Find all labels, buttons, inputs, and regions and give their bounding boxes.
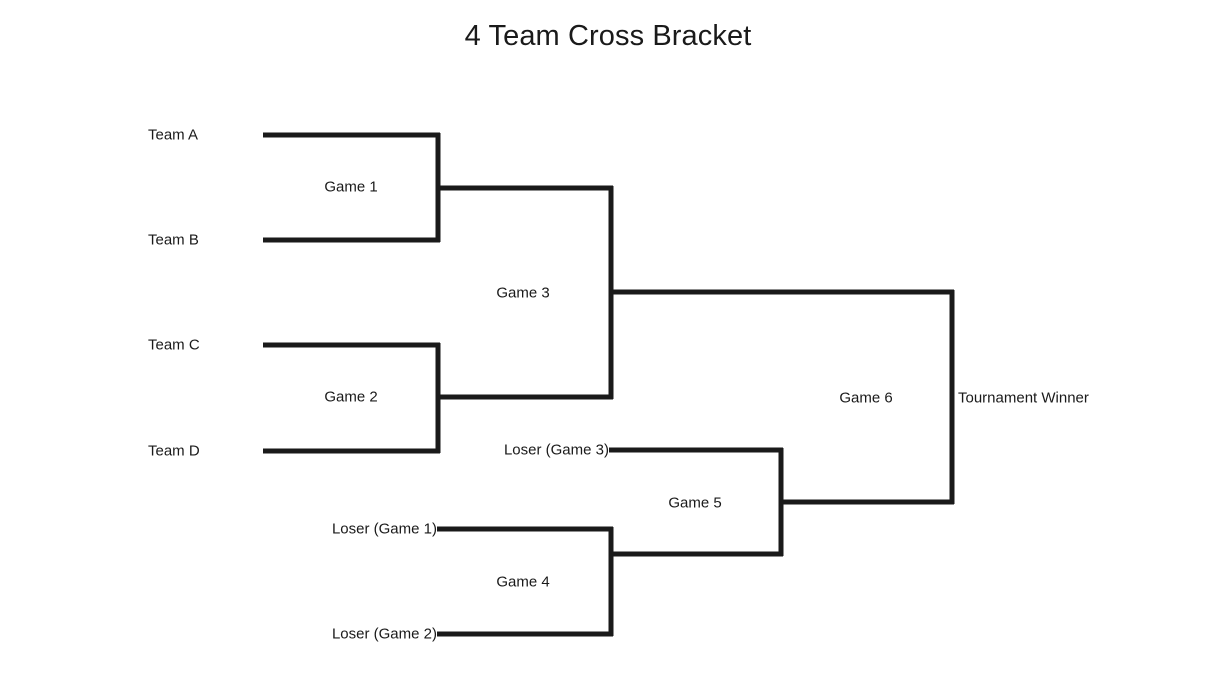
label-team-d: Team D [148,442,200,460]
page-title: 4 Team Cross Bracket [464,20,752,52]
label-loser-game-1: Loser (Game 1) [331,520,437,538]
label-game-3: Game 3 [496,284,550,302]
label-team-c: Team C [148,336,200,354]
label-game-1: Game 1 [324,178,378,196]
label-team-b: Team B [148,231,199,249]
label-team-a: Team A [148,126,199,144]
label-loser-game-3: Loser (Game 3) [503,441,609,459]
label-tournament-winner: Tournament Winner [958,389,1089,407]
label-game-5: Game 5 [668,494,722,512]
label-game-4: Game 4 [496,573,550,591]
label-game-2: Game 2 [324,388,378,406]
label-game-6: Game 6 [839,389,893,407]
label-loser-game-2: Loser (Game 2) [331,625,437,643]
